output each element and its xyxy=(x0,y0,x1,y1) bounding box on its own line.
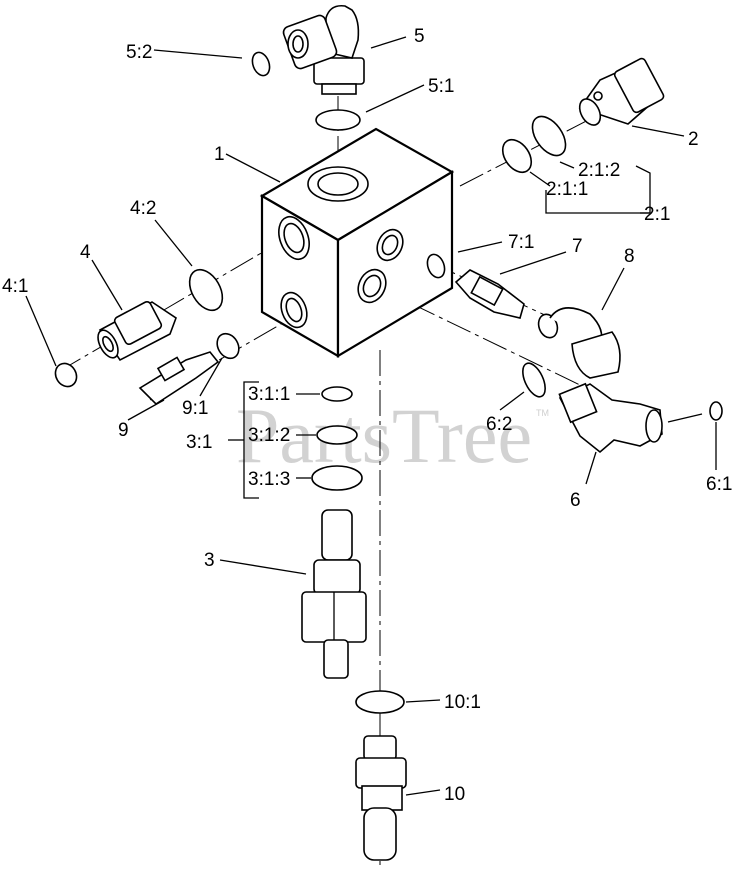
o-ring-2-1-1 xyxy=(501,138,533,174)
needle-valve-9 xyxy=(138,351,220,406)
leader-lines xyxy=(25,36,717,796)
o-ring-6-2 xyxy=(522,362,546,398)
callout-6-2: 6:2 xyxy=(486,414,512,435)
callout-9: 9 xyxy=(118,420,129,441)
callout-7-1: 7:1 xyxy=(508,232,534,253)
fitting-10 xyxy=(355,735,407,861)
callout-8: 8 xyxy=(624,246,635,267)
o-ring-5-2 xyxy=(251,51,271,77)
callout-3-1-2: 3:1:2 xyxy=(248,425,290,446)
o-ring-3-1-1 xyxy=(321,386,353,402)
callout-3-1-1: 3:1:1 xyxy=(248,384,290,405)
o-ring-4-2 xyxy=(188,268,224,312)
callout-2-1: 2:1 xyxy=(644,204,670,225)
manifold-block xyxy=(259,127,455,358)
callout-5-2: 5:2 xyxy=(126,42,152,63)
watermark-text: PartsTree xyxy=(236,392,532,479)
callout-4: 4 xyxy=(80,242,91,263)
callout-9-1: 9:1 xyxy=(182,398,208,419)
o-ring-9-1 xyxy=(216,332,240,360)
callout-3: 3 xyxy=(204,550,215,571)
callout-5: 5 xyxy=(414,26,425,47)
callout-4-2: 4:2 xyxy=(130,198,156,219)
cartridge-valve-3 xyxy=(301,509,367,679)
callout-10: 10 xyxy=(444,784,465,805)
callout-7: 7 xyxy=(572,236,583,257)
elbow-fitting-6 xyxy=(558,382,663,454)
callout-2: 2 xyxy=(688,129,699,150)
o-ring-5-1 xyxy=(315,109,361,131)
callout-3-1-3: 3:1:3 xyxy=(248,469,290,490)
callout-4-1: 4:1 xyxy=(2,276,28,297)
o-ring-3-1-2 xyxy=(316,425,358,445)
dust-cap-8 xyxy=(537,307,621,379)
o-ring-7-1 xyxy=(426,253,446,279)
o-ring-4-1 xyxy=(54,362,78,388)
o-ring-3-1-3 xyxy=(311,465,363,491)
o-ring-10-1 xyxy=(355,690,405,714)
callout-1: 1 xyxy=(214,144,225,165)
o-ring-6-1 xyxy=(709,401,723,421)
callout-labels: 1 2 2:1:2 2:1:1 2:1 3 3:1 3:1:1 3:1:2 3:… xyxy=(2,26,732,805)
plug-fitting-2 xyxy=(578,57,665,126)
watermark-trademark: TM xyxy=(536,408,549,418)
callout-6: 6 xyxy=(570,490,581,511)
fitting-7 xyxy=(454,269,525,319)
callout-10-1: 10:1 xyxy=(444,692,481,713)
callout-2-1-2: 2:1:2 xyxy=(578,160,620,181)
fitting-4 xyxy=(97,300,177,362)
callout-5-1: 5:1 xyxy=(428,76,454,97)
o-ring-2-1-2 xyxy=(531,115,567,157)
callout-6-1: 6:1 xyxy=(706,474,732,495)
elbow-fitting-5 xyxy=(282,4,365,95)
callout-2-1-1: 2:1:1 xyxy=(546,179,588,200)
callout-3-1: 3:1 xyxy=(186,432,212,453)
